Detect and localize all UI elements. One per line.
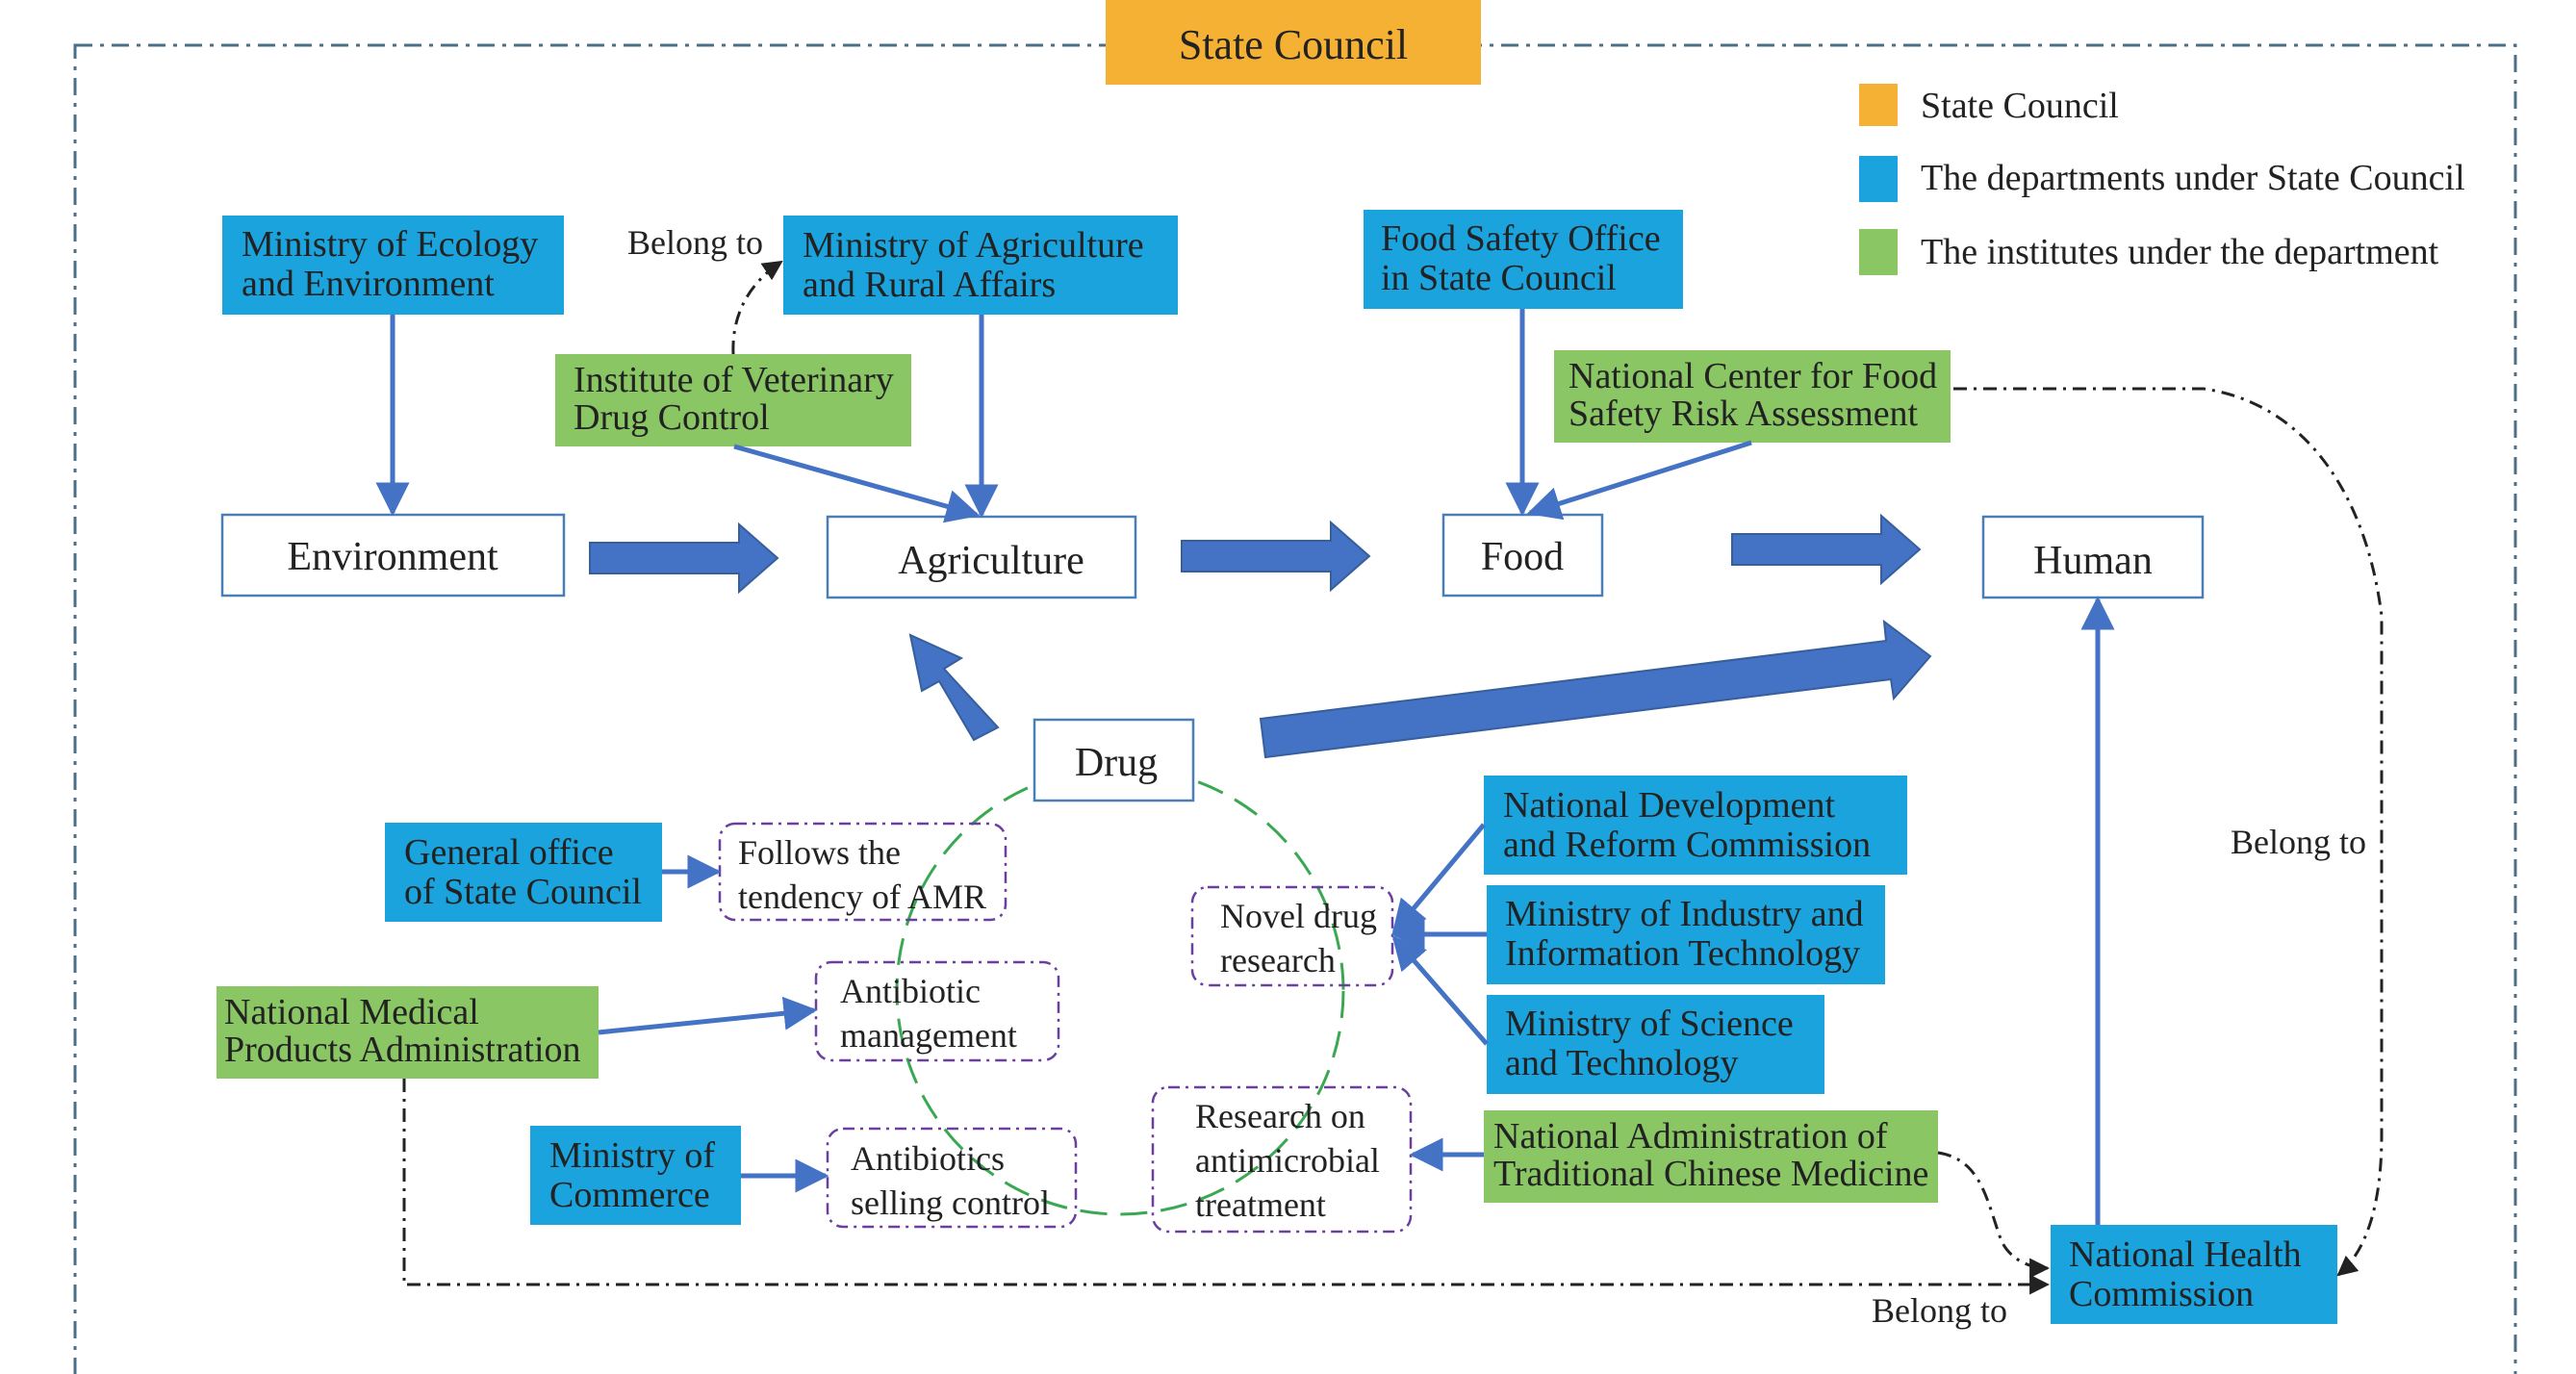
node-drug: Drug [1033, 718, 1195, 802]
dept-general-office-line1: General office [404, 832, 614, 873]
dept-agriculture-line1: Ministry of Agriculture [803, 225, 1144, 266]
block-arrow-food-to-human [1731, 513, 1922, 586]
dept-miit-box: Ministry of Industry and Information Tec… [1487, 885, 1885, 984]
dept-ndrc-line2: and Reform Commission [1503, 825, 1871, 865]
action-amr-line2: tendency of AMR [738, 878, 986, 916]
dept-food-safety-line1: Food Safety Office [1381, 218, 1661, 259]
action-antibiotic-management-line1: Antibiotic [840, 972, 981, 1010]
block-arrow-environment-to-agriculture [589, 522, 779, 595]
legend-label-departments: The departments under State Council [1921, 158, 2465, 198]
legend-label-institutes: The institutes under the department [1921, 232, 2439, 272]
action-antimicrobial-line3: treatment [1195, 1185, 1326, 1224]
dept-commerce-line2: Commerce [549, 1175, 710, 1215]
inst-nmpa-line1: National Medical [224, 992, 479, 1032]
action-selling-control-line2: selling control [851, 1183, 1050, 1222]
block-arrow-drug-to-human [1259, 619, 1932, 759]
dept-health-box: National Health Commission [2051, 1225, 2337, 1324]
dept-commerce-box: Ministry of Commerce [530, 1126, 741, 1225]
dept-food-safety-line2: in State Council [1381, 258, 1617, 298]
dept-general-office-line2: of State Council [404, 872, 642, 912]
inst-tcm-line2: Traditional Chinese Medicine [1493, 1154, 1928, 1194]
dept-food-safety-box: Food Safety Office in State Council [1364, 210, 1683, 309]
inst-veterinary-line1: Institute of Veterinary [574, 360, 894, 400]
dept-ecology-line1: Ministry of Ecology [242, 224, 538, 265]
node-food: Food [1441, 513, 1604, 598]
action-antimicrobial-line1: Research on [1195, 1097, 1365, 1135]
action-selling-control: Antibiotics selling control [826, 1127, 1078, 1229]
dept-ecology-line2: and Environment [242, 264, 495, 304]
node-environment-label: Environment [287, 535, 498, 579]
inst-food-risk-box: National Center for Food Safety Risk Ass… [1554, 350, 1951, 443]
block-arrow-agriculture-to-food [1181, 520, 1371, 593]
belong-label-food-risk: Belong to [2231, 823, 2366, 861]
dept-health-line2: Commission [2069, 1274, 2254, 1314]
action-antimicrobial-line2: antimicrobial [1195, 1141, 1380, 1180]
action-antimicrobial-research: Research on antimicrobial treatment [1151, 1085, 1413, 1234]
arrow-food-risk-to-food [1526, 440, 1752, 521]
legend-swatch-institutes [1859, 229, 1898, 275]
action-novel-drug-line1: Novel drug [1220, 897, 1377, 935]
inst-food-risk-line1: National Center for Food [1569, 356, 1937, 396]
node-agriculture: Agriculture [826, 515, 1137, 599]
node-human-label: Human [2033, 539, 2153, 583]
inst-veterinary-line2: Drug Control [574, 397, 770, 438]
action-antibiotic-management-line2: management [840, 1016, 1017, 1055]
belong-food-risk-to-health [1953, 387, 2384, 1277]
arrow-nmpa-to-antibiotic-management [598, 996, 818, 1035]
belong-nmpa-to-health [402, 1079, 2051, 1295]
dept-commerce-line1: Ministry of [549, 1135, 715, 1176]
inst-tcm-box: National Administration of Traditional C… [1484, 1110, 1938, 1203]
node-drug-label: Drug [1075, 741, 1158, 785]
arrow-most-to-novel [1391, 935, 1489, 1046]
dept-most-box: Ministry of Science and Technology [1487, 995, 1824, 1094]
belong-tcm-to-health [1937, 1151, 2051, 1279]
arrow-ndrc-to-novel [1391, 823, 1486, 934]
dept-most-line2: and Technology [1505, 1043, 1739, 1083]
node-human: Human [1981, 515, 2205, 599]
node-agriculture-label: Agriculture [898, 539, 1084, 583]
belong-label-veterinary: Belong to [627, 223, 763, 262]
inst-nmpa-line2: Products Administration [224, 1030, 581, 1070]
inst-veterinary-box: Institute of Veterinary Drug Control [555, 354, 911, 446]
belong-veterinary-to-agri-ministry [731, 260, 783, 355]
legend-swatch-departments [1859, 156, 1898, 202]
action-antibiotic-management: Antibiotic management [814, 960, 1060, 1062]
dept-miit-line1: Ministry of Industry and [1505, 894, 1864, 934]
dept-general-office-box: General office of State Council [385, 823, 662, 922]
legend-swatch-state-council [1859, 84, 1898, 126]
dept-ecology-box: Ministry of Ecology and Environment [222, 216, 564, 315]
dept-agriculture-line2: and Rural Affairs [803, 265, 1056, 305]
inst-food-risk-line2: Safety Risk Assessment [1569, 394, 1919, 434]
dept-most-line1: Ministry of Science [1505, 1004, 1794, 1044]
node-food-label: Food [1481, 535, 1564, 579]
dept-health-line1: National Health [2069, 1234, 2302, 1275]
dept-miit-line2: Information Technology [1505, 933, 1860, 974]
legend-label-state-council: State Council [1921, 86, 2119, 126]
action-amr-line1: Follows the [738, 833, 901, 872]
action-selling-control-line1: Antibiotics [851, 1139, 1005, 1178]
inst-tcm-line1: National Administration of [1493, 1116, 1888, 1157]
legend: State Council The departments under Stat… [1859, 84, 2465, 275]
dept-ndrc-box: National Development and Reform Commissi… [1484, 776, 1907, 875]
node-environment: Environment [220, 513, 566, 598]
action-amr: Follows the tendency of AMR [718, 822, 1007, 922]
state-council-title: State Council [1179, 21, 1408, 68]
dept-agriculture-box: Ministry of Agriculture and Rural Affair… [783, 216, 1178, 315]
inst-nmpa-box: National Medical Products Administration [217, 986, 599, 1079]
state-council-title-box: State Council [1106, 0, 1481, 85]
action-novel-drug-line2: research [1220, 941, 1336, 980]
arrow-veterinary-to-agriculture [733, 444, 981, 523]
action-novel-drug: Novel drug research [1190, 885, 1394, 987]
block-arrow-drug-to-agriculture [908, 633, 1000, 742]
belong-label-nmpa: Belong to [1872, 1291, 2007, 1330]
dept-ndrc-line1: National Development [1503, 785, 1836, 826]
